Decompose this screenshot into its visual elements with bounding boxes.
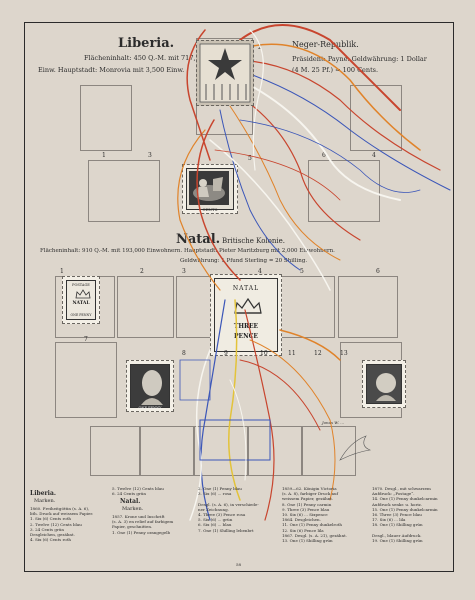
stamp-slot-n6 [338, 276, 398, 338]
natal-small-top: POSTAGE [72, 283, 90, 287]
slot-number: 4 [372, 152, 376, 159]
queen-portrait-icon [376, 373, 396, 401]
natal-queen-label: ONE PENNY [138, 406, 162, 410]
natal-crown-mid: THREE [233, 323, 259, 330]
natal-queen-stamp-right [362, 360, 406, 408]
natal-crown-bottom: PENCE [234, 333, 258, 340]
artist-signature: Jonas W. ... [322, 420, 345, 425]
slot-number: 10 [260, 350, 268, 357]
liberia-stamp: CENTS [182, 164, 238, 214]
slot-number: 12 [314, 350, 322, 357]
natal-area: Flächeninhalt: 910 Q.-M. mit 193,000 Ein… [40, 248, 335, 254]
slot-number: 9 [224, 350, 228, 357]
natal-subtitle: Britische Kolonie. [222, 237, 285, 245]
liberia-capital: Einw. Hauptstadt: Monrovia mit 3,500 Ein… [38, 66, 185, 74]
footer-natal-title: Natal. [120, 498, 141, 505]
stamp-slot-n14 [90, 426, 140, 476]
footer-col-2b: 1857. Krone und Inschrift (s. A. 3) en r… [112, 514, 174, 535]
stamp-slot-n17 [248, 426, 302, 476]
footer-col-4: 1859—62. Königin Victoria (s. A. 8), far… [282, 486, 347, 544]
album-page-border [24, 22, 454, 572]
stamp-slot-n7 [55, 342, 117, 418]
page-number: 58 [236, 562, 242, 567]
liberia-currency-1: Präsident: Payne. Geldwährung: 1 Dollar [292, 55, 427, 63]
slot-number: 6 [322, 152, 326, 159]
liberia-flag-stamp [196, 40, 254, 106]
slot-number: 5 [248, 155, 252, 162]
natal-one-penny-stamp: POSTAGE NATAL ONE PENNY [62, 276, 100, 324]
footer-col-5: 1870. Desgl., mit schwarzem Aufdruck: „P… [372, 486, 438, 544]
natal-small-bottom: ONE PENNY [70, 313, 92, 317]
footer-liberia-sub: Marken. [34, 498, 56, 504]
liberia-republic: Neger-Republik. [292, 40, 359, 49]
natal-small-mid: NATAL [72, 301, 90, 306]
slot-number: 8 [182, 350, 186, 357]
slot-number: 7 [84, 336, 88, 343]
slot-number: 5 [300, 268, 304, 275]
natal-crown-top: NATAL [232, 285, 260, 292]
stamp-slot-n16 [194, 426, 248, 476]
queen-portrait-icon [141, 370, 163, 405]
slot-number: 1 [60, 268, 64, 275]
footer-col-1: 1860. Freiheitgöttin (s. A. 6), lith. Dr… [30, 506, 94, 543]
slot-number: 4 [258, 268, 262, 275]
stamp-slot-n15 [140, 426, 194, 476]
slot-number: 3 [148, 152, 152, 159]
liberia-title: Liberia. [118, 36, 175, 51]
stamp-slot-n18 [302, 426, 356, 476]
footer-col-3: 2. One (1) Penny blau 3. Six (6) ... ros… [198, 486, 259, 533]
bird-sketch-icon [339, 435, 372, 461]
slot-number: 6 [376, 268, 380, 275]
crown-icon [234, 297, 262, 314]
liberty-figure-icon [189, 171, 229, 205]
natal-queen-stamp-left: ONE PENNY [126, 360, 174, 412]
star-icon [199, 43, 251, 103]
footer-natal-sub: Marken. [122, 506, 144, 512]
liberia-area: Flächeninhalt: 450 Q.-M. mit 717,500 [84, 54, 208, 62]
slot-number: 2 [140, 268, 144, 275]
slot-number: 2 [258, 44, 262, 51]
footer-liberia-title: Liberia. [30, 490, 56, 497]
slot-number: 3 [182, 268, 186, 275]
slot-number: 13 [340, 350, 348, 357]
liberia-stamp-label: CENTS [202, 207, 218, 212]
slot-number: 1 [102, 152, 106, 159]
liberia-currency-2: (4 M. 25 Pf.) = 100 Cents. [292, 66, 379, 74]
stamp-slot-n2 [117, 276, 174, 338]
slot-number: 11 [288, 350, 296, 357]
stamp-slot-3 [88, 160, 160, 222]
natal-currency: Geldwährung: 1 Pfund Sterling = 20 Shill… [180, 258, 308, 264]
stamp-slot-1 [80, 85, 132, 151]
footer-col-2a: 5. Twelve (12) Cents blau 6. 24 Cents gr… [112, 486, 164, 497]
crown-icon [75, 289, 91, 299]
